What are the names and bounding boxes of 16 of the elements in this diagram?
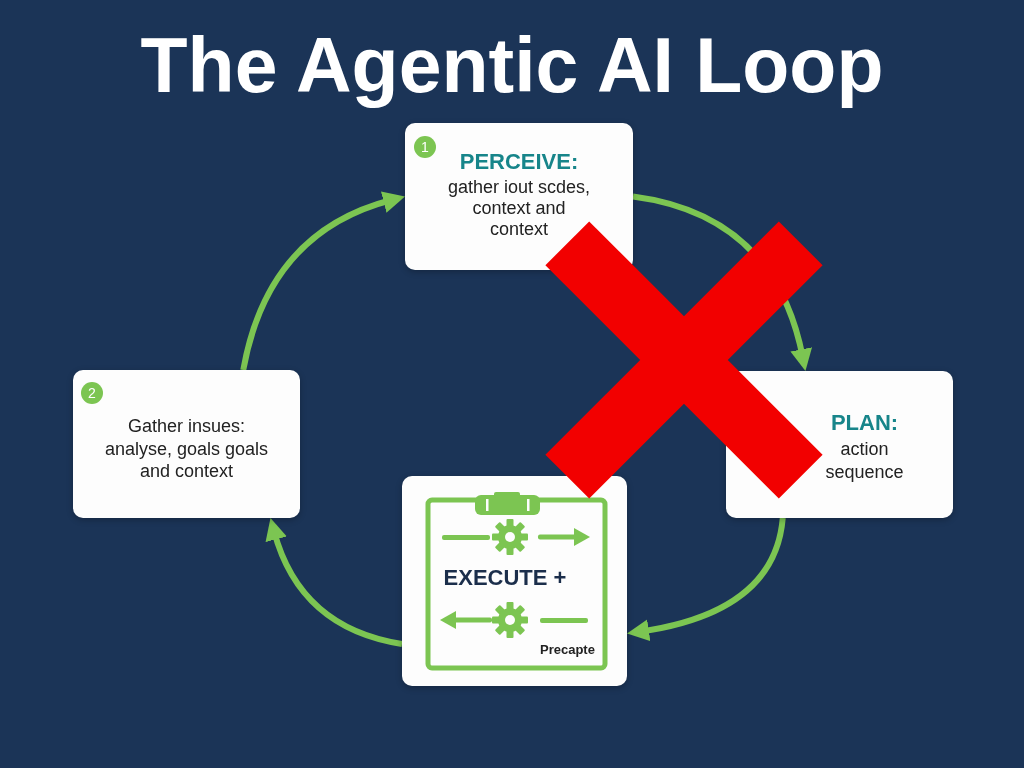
step-description: gather iout scdes, context and context <box>446 177 592 240</box>
step-heading: PLAN: <box>830 410 899 436</box>
step-note: Precapte <box>540 642 595 658</box>
step-card <box>73 370 300 518</box>
step-description: Gather insues: analyse, goals goals and context <box>103 415 270 483</box>
cycle-arrow <box>240 191 405 371</box>
step-card <box>402 476 627 686</box>
step-card <box>405 123 633 270</box>
step-heading: PERCEIVE: <box>459 149 579 175</box>
step-description: action sequence <box>824 438 905 483</box>
diagram-title: The Agentic AI Loop <box>140 22 884 108</box>
step-heading: EXECUTE + <box>443 564 567 592</box>
cycle-arrow <box>266 518 403 647</box>
cycle-arrow <box>627 517 786 641</box>
step-number-badge: 2 <box>81 382 103 404</box>
step-number-badge: 1 <box>414 136 436 158</box>
